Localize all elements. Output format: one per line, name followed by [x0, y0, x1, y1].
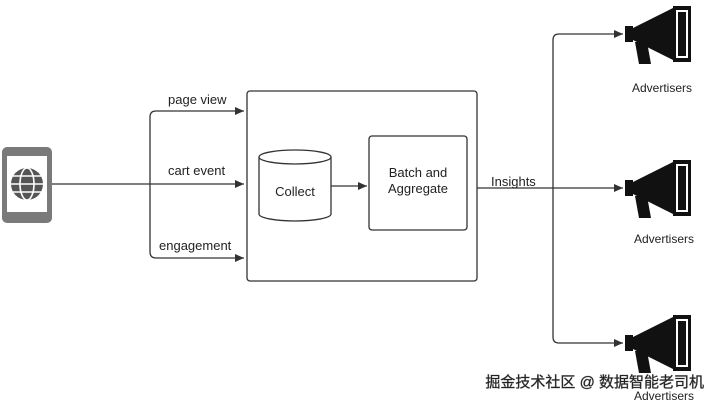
- collect-label: Collect: [275, 184, 315, 199]
- edge-label-insights: Insights: [491, 174, 536, 189]
- megaphone-icon: [625, 6, 691, 64]
- megaphone-icon: [625, 315, 691, 373]
- megaphone-icon: [625, 160, 691, 218]
- watermark-text: 掘金技术社区 @ 数据智能老司机: [485, 373, 704, 391]
- advertiser-label-2: Advertisers: [634, 232, 694, 246]
- insights-connector: [477, 30, 623, 347]
- edge-label-page-view: page view: [168, 92, 227, 107]
- advertiser-label-3: Advertisers: [634, 389, 694, 403]
- source-connector: [52, 117, 151, 252]
- edge-label-engagement: engagement: [159, 238, 232, 253]
- mobile-phone-globe-icon: [2, 147, 52, 223]
- event-edges: [149, 107, 244, 262]
- batch-aggregate-box: [368, 135, 468, 231]
- advertiser-label-1: Advertisers: [632, 81, 692, 95]
- collect-datastore: [258, 149, 332, 222]
- batch-label-line2: Aggregate: [388, 181, 448, 196]
- edge-label-cart-event: cart event: [168, 163, 225, 178]
- batch-label-line1: Batch and: [389, 165, 448, 180]
